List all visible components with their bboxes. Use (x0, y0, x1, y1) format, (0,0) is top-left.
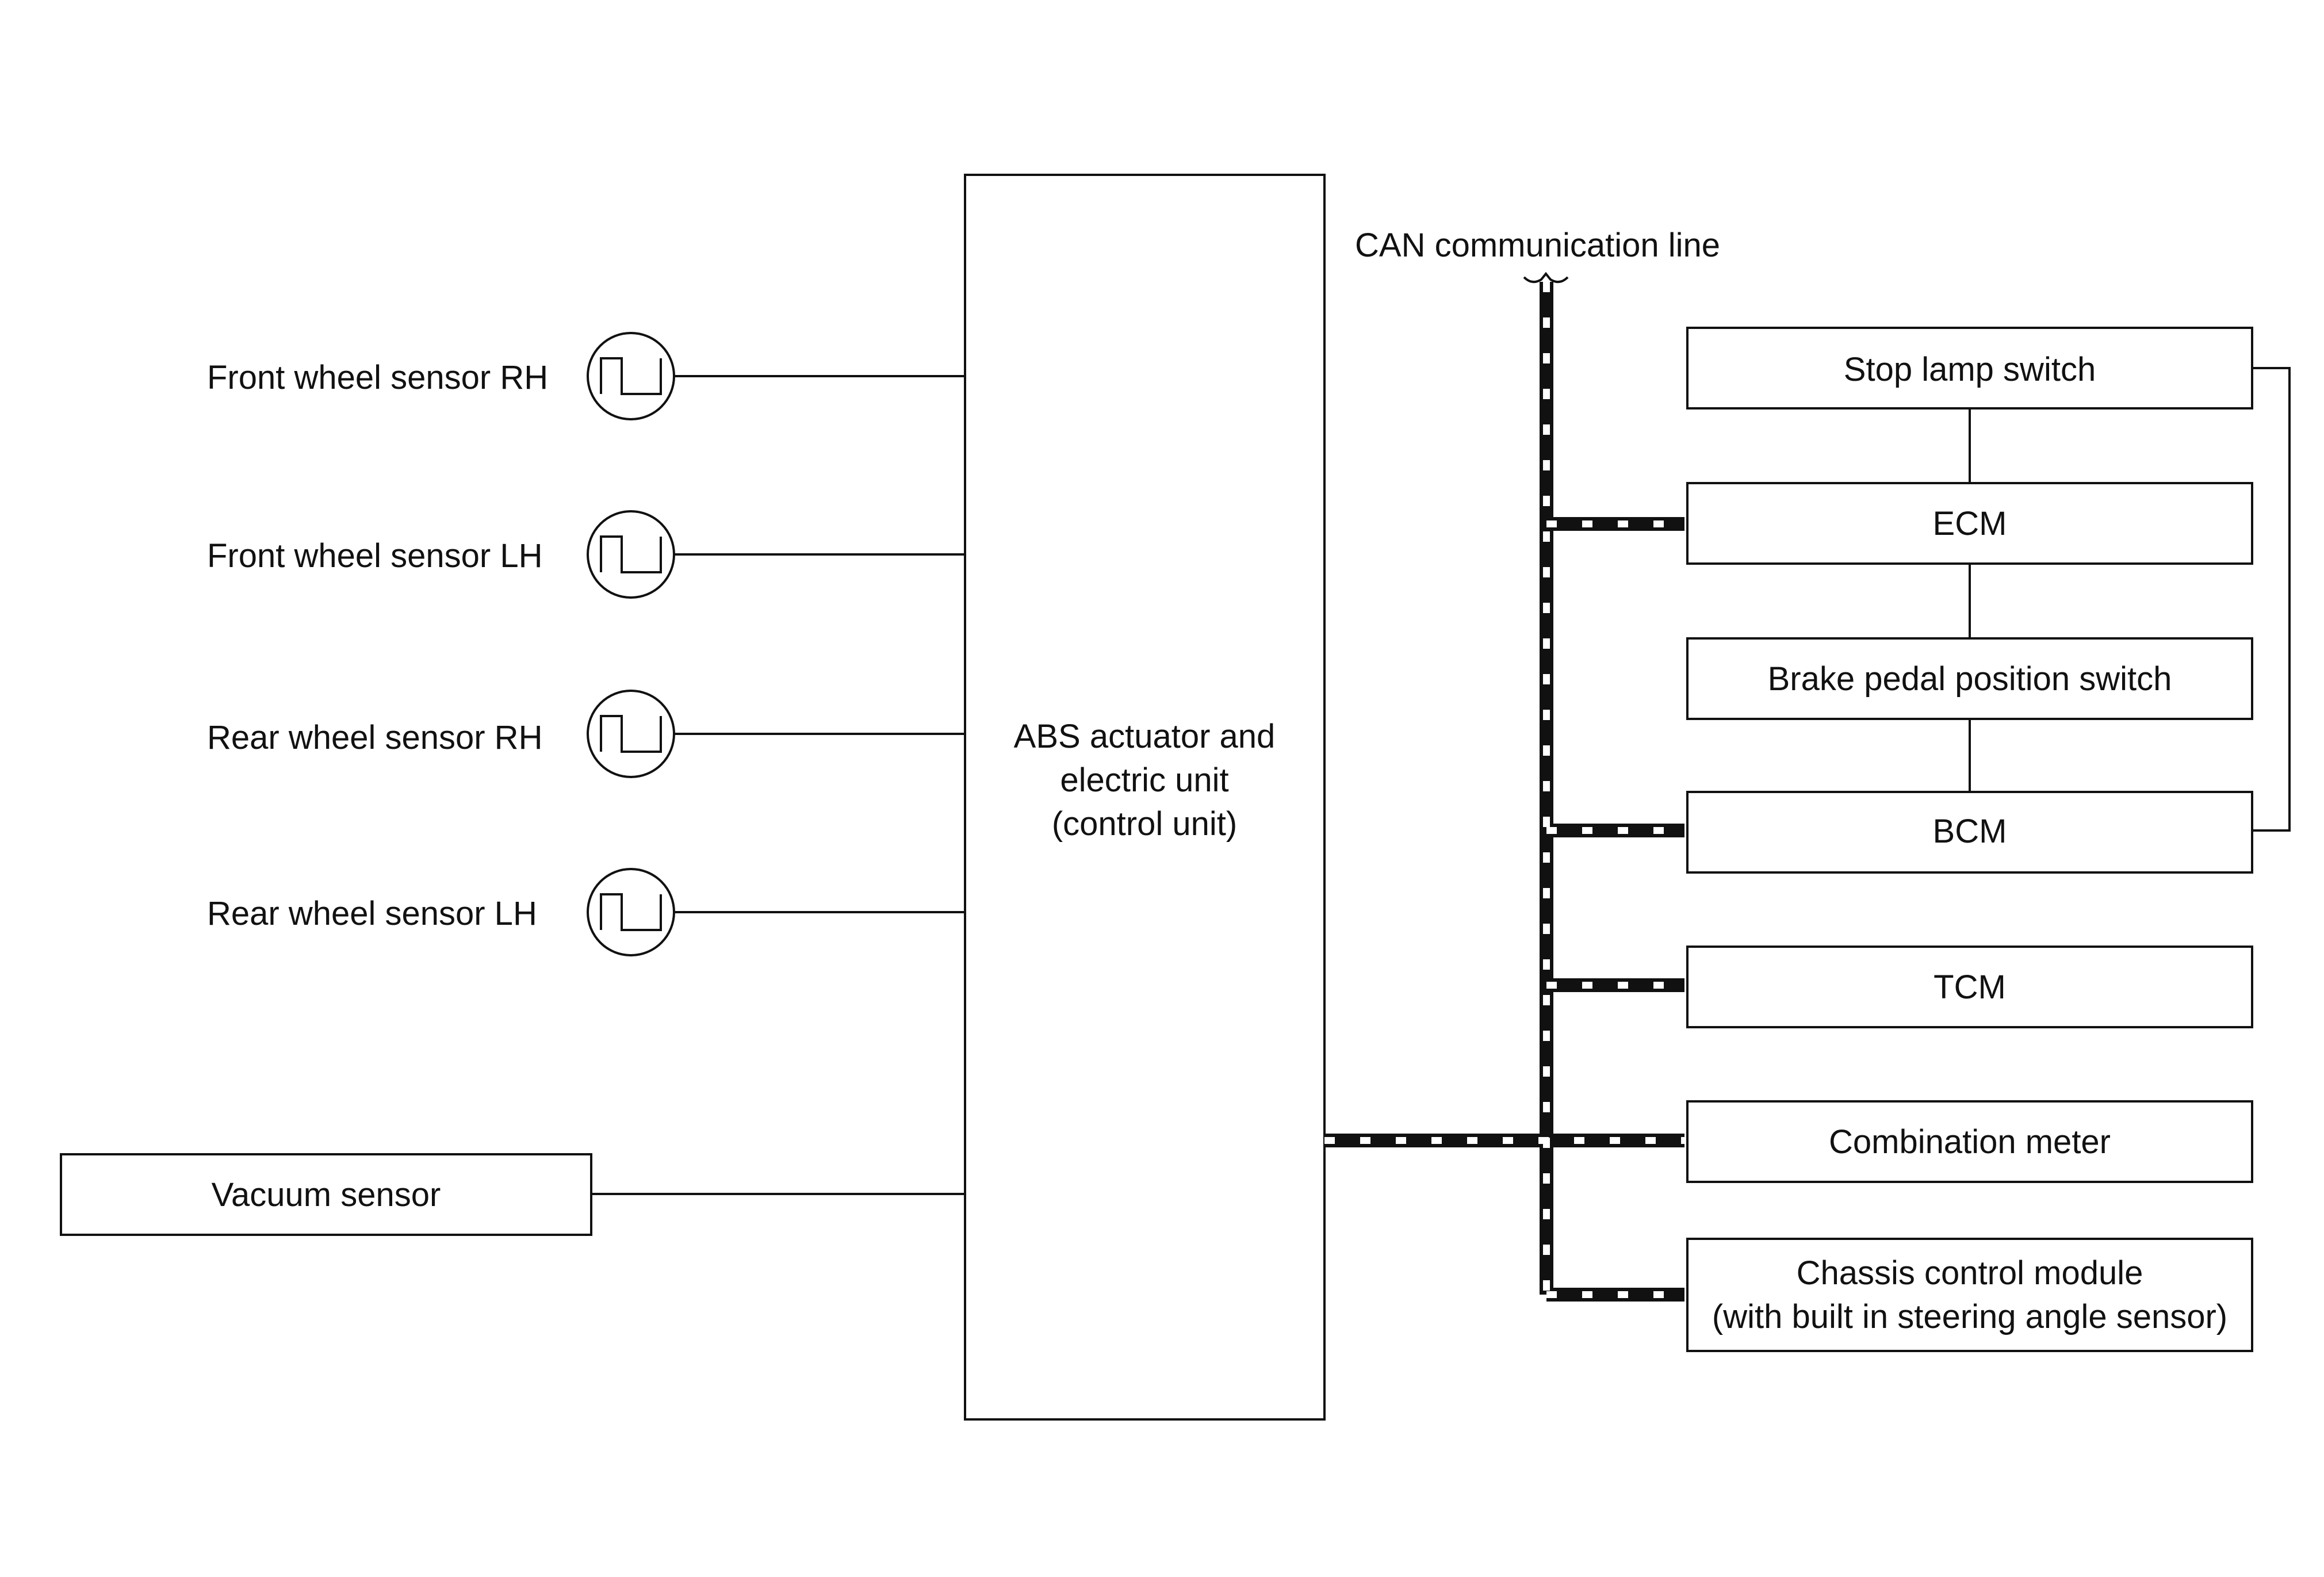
can-line-leader (1523, 271, 1569, 284)
bcm-label: BCM (1933, 813, 2007, 850)
stop-lamp-switch: Stop lamp switch (1686, 327, 2253, 409)
sensor-label: Rear wheel sensor RH (207, 719, 542, 756)
can-line-label: CAN communication line (1355, 227, 1720, 264)
control-unit-label-line3: (control unit) (1052, 805, 1237, 843)
control-unit-label-line2: electric unit (1060, 761, 1228, 799)
chassis-control-module-label-line2: (with built in steering angle sensor) (1712, 1298, 2227, 1335)
can-bus (1324, 282, 1684, 1302)
stop-lamp-switch-label: Stop lamp switch (1844, 351, 2096, 388)
wheel-sensor-rear-lh: Rear wheel sensor LH (207, 868, 965, 956)
brake-pedal-position-switch: Brake pedal position switch (1686, 637, 2253, 720)
combination-meter-label: Combination meter (1829, 1123, 2111, 1161)
wheel-sensor-front-rh: Front wheel sensor RH (207, 332, 965, 420)
chassis-control-module-label-line1: Chassis control module (1797, 1254, 2143, 1292)
vacuum-sensor-label: Vacuum sensor (212, 1176, 441, 1214)
control-unit-label-line1: ABS actuator and (1014, 718, 1276, 755)
stop-lamp-bcm-wire (2252, 367, 2291, 832)
combination-meter: Combination meter (1686, 1100, 2253, 1183)
brake-pedal-position-switch-label: Brake pedal position switch (1768, 660, 2172, 698)
bcm-module: BCM (1686, 791, 2253, 874)
vacuum-sensor-box (60, 1153, 592, 1236)
chassis-control-module: Chassis control module (with built in st… (1686, 1238, 2253, 1352)
control-unit-box (964, 174, 1326, 1421)
sensor-label: Front wheel sensor LH (207, 537, 542, 575)
ecm-module: ECM (1686, 482, 2253, 565)
tcm-label: TCM (1934, 969, 2006, 1006)
tcm-module: TCM (1686, 946, 2253, 1028)
wheel-sensor-front-lh: Front wheel sensor LH (207, 510, 965, 599)
wheel-sensor-rear-rh: Rear wheel sensor RH (207, 690, 965, 778)
ecm-label: ECM (1933, 505, 2007, 542)
sensor-label: Rear wheel sensor LH (207, 895, 537, 932)
sensor-label: Front wheel sensor RH (207, 359, 548, 396)
